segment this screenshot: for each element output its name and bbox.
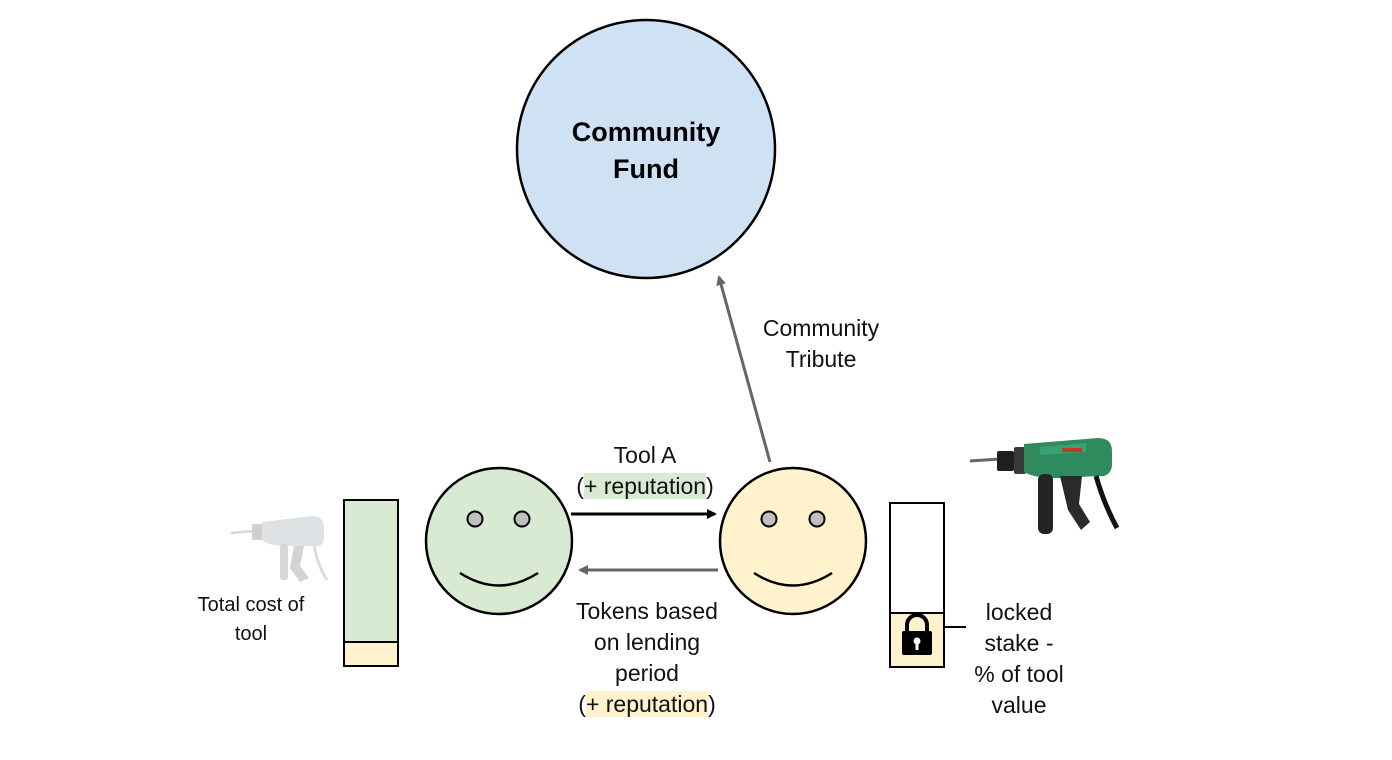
- borrower-reputation-gain: + reputation: [585, 691, 709, 717]
- borrower-right-eye: [808, 510, 826, 528]
- lender-reputation-gain: + reputation: [583, 473, 707, 499]
- community-fund-circle: [515, 18, 777, 280]
- locked-stake-line1: locked: [985, 599, 1053, 625]
- locked-stake-line2: stake -: [984, 630, 1054, 656]
- borrower-stake-bar: [889, 502, 945, 668]
- lender-left-eye: [466, 510, 484, 528]
- paren-open: (: [578, 691, 586, 717]
- total-cost-line1: Total cost of: [197, 594, 305, 616]
- paren-close: ): [708, 691, 716, 717]
- locked-stake-line3: % of tool: [974, 661, 1064, 687]
- tool-reputation-line: (+ reputation): [544, 471, 746, 502]
- community-fund-line2: Fund: [613, 154, 679, 184]
- borrower-smile: [753, 571, 833, 587]
- drill-icon: [969, 438, 1120, 534]
- tool-name: Tool A: [613, 442, 677, 468]
- borrower-smiley: [718, 466, 868, 616]
- lender-right-eye: [513, 510, 531, 528]
- tokens-reputation-line: (+ reputation): [532, 689, 762, 720]
- paren-close: ): [706, 473, 714, 499]
- community-fund-label: Community Fund: [546, 114, 746, 188]
- total-cost-caption: Total cost of tool: [176, 591, 326, 649]
- lender-smile: [459, 571, 539, 587]
- lock-icon: [902, 613, 932, 655]
- paren-open: (: [576, 473, 584, 499]
- community-tribute-line1: Community: [762, 315, 880, 341]
- tokens-transfer-label: Tokens based on lending period (+ reputa…: [532, 596, 762, 720]
- drill-icon-faded: [230, 516, 329, 582]
- locked-stake-line4: value: [991, 692, 1047, 718]
- tokens-line3: period: [615, 660, 679, 686]
- total-cost-line2: tool: [234, 623, 268, 645]
- lender-cost-bar: [343, 499, 399, 667]
- community-tribute-arrow: [716, 275, 772, 463]
- locked-stake-caption: locked stake - % of tool value: [952, 597, 1086, 721]
- tool-transfer-label: Tool A (+ reputation): [544, 440, 746, 502]
- community-fund-line1: Community: [571, 117, 721, 147]
- tokens-line2: on lending: [593, 629, 701, 655]
- community-tribute-line2: Tribute: [785, 346, 857, 372]
- tokens-line1: Tokens based: [576, 598, 718, 624]
- community-tribute-label: Community Tribute: [740, 313, 902, 375]
- borrower-left-eye: [760, 510, 778, 528]
- lender-smiley: [424, 466, 574, 616]
